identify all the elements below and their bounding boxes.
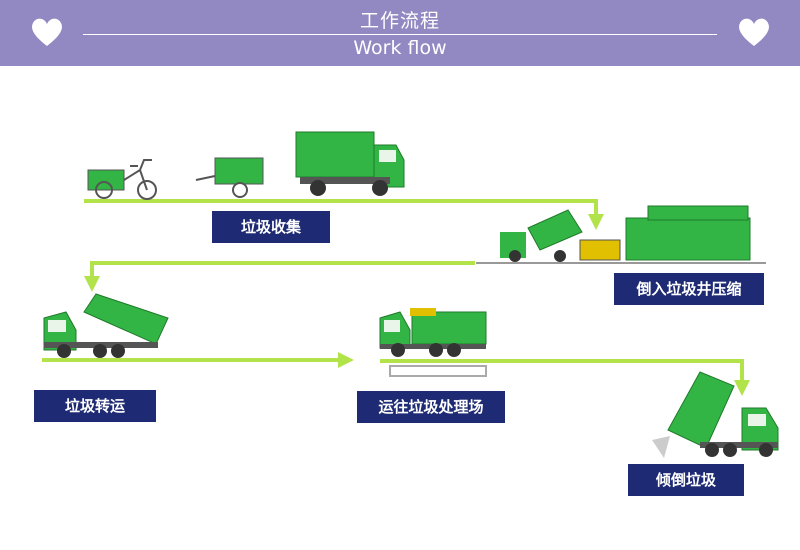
arrow-road-to-dump	[380, 359, 750, 396]
flow-arrows	[42, 199, 750, 396]
title-chinese: 工作流程	[359, 10, 440, 32]
arrow-compress-to-transfer	[84, 261, 475, 292]
heart-icon	[32, 18, 62, 46]
transport-truck-icon	[379, 308, 487, 377]
cart-icon	[195, 157, 264, 198]
tricycle-icon	[87, 159, 157, 200]
step-label-dump: 倾倒垃圾	[628, 464, 744, 496]
header-divider	[83, 34, 717, 35]
arrow-collect-to-compress	[84, 199, 604, 230]
header-banner: 工作流程 Work flow	[0, 0, 800, 66]
transfer-truck-icon	[43, 293, 169, 358]
step-label-collect: 垃圾收集	[212, 211, 330, 243]
heart-icon	[739, 18, 769, 46]
compression-station-icon	[476, 205, 766, 264]
dump-truck-icon	[295, 131, 405, 196]
dumping-truck-icon	[652, 371, 779, 458]
step-label-transport: 运往垃圾处理场	[357, 391, 505, 423]
step-label-transfer: 垃圾转运	[34, 390, 156, 422]
step-label-compress: 倒入垃圾井压缩	[614, 273, 764, 305]
title-english: Work flow	[353, 37, 447, 59]
